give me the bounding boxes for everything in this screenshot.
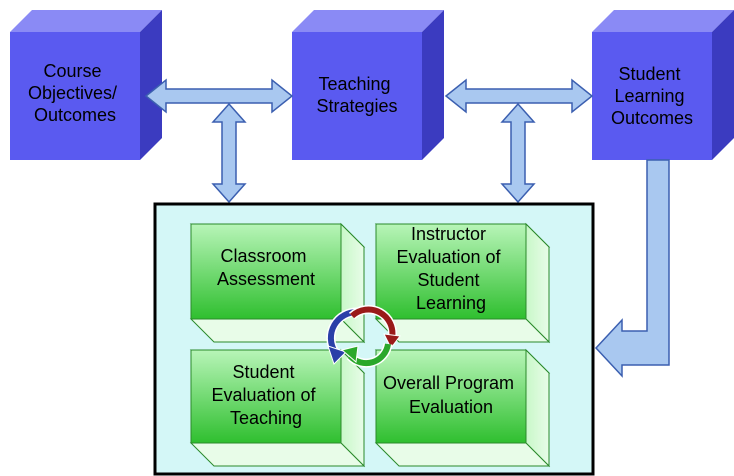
overall-program-label: Overall Program Evaluation [383,373,519,417]
student-evaluation-label: Student Evaluation of Teaching [211,362,320,428]
double-arrow-vertical-left [211,102,247,204]
instructor-evaluation-label: Instructor Evaluation of Student Learnin… [396,224,505,313]
classroom-assessment-label: Classroom Assessment [217,246,315,289]
teaching-strategies-box: Teaching Strategies [292,10,444,160]
instructor-evaluation-box: Instructor Evaluation of Student Learnin… [374,222,551,344]
student-learning-outcomes-box: Student Learning Outcomes [592,10,734,160]
double-arrow-vertical-right [500,102,536,204]
overall-program-box: Overall Program Evaluation [374,348,551,468]
l-arrow-outcomes-to-panel [594,159,670,378]
teaching-strategies-label: Teaching Strategies [316,74,397,116]
circular-arrows-icon [326,305,401,368]
course-objectives-label: Course Objectives/ Outcomes [28,61,122,125]
double-arrow-teaching-outcomes [444,78,594,114]
student-evaluation-box: Student Evaluation of Teaching [189,348,366,468]
course-objectives-box: Course Objectives/ Outcomes [10,10,162,160]
double-arrow-course-teaching [144,78,294,114]
student-learning-outcomes-label: Student Learning Outcomes [611,64,693,128]
